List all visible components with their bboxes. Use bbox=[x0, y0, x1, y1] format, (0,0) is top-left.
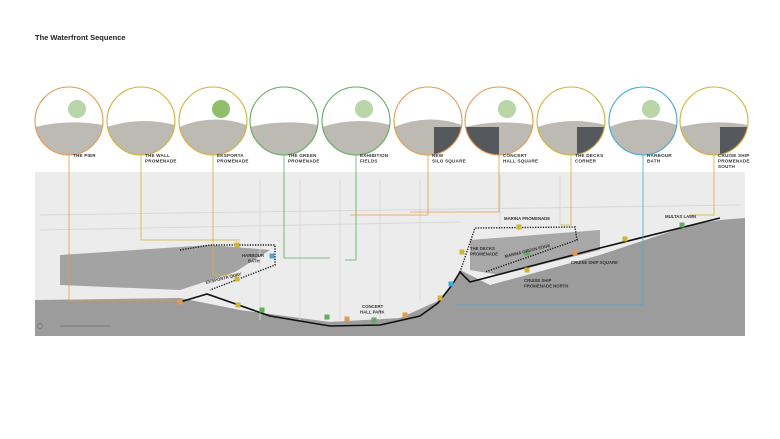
label-cruise-ship-square: CRUISE SHIP SQUARE bbox=[571, 260, 618, 265]
leader-line bbox=[68, 155, 180, 301]
section-circle bbox=[249, 86, 319, 156]
street-grid bbox=[39, 175, 741, 320]
tree-icon bbox=[212, 100, 230, 118]
location-marker bbox=[459, 249, 465, 255]
scale-bar bbox=[37, 323, 110, 329]
leader-line bbox=[690, 155, 715, 216]
location-marker bbox=[572, 250, 578, 256]
location-marker bbox=[177, 299, 183, 305]
location-marker bbox=[437, 295, 443, 301]
location-marker bbox=[259, 307, 265, 313]
tree-icon bbox=[642, 100, 660, 118]
leader-lines bbox=[68, 155, 715, 306]
location-marker bbox=[235, 302, 241, 308]
location-marker bbox=[324, 314, 330, 320]
section-circle bbox=[106, 86, 176, 156]
location-marker bbox=[234, 276, 240, 282]
location-marker bbox=[269, 253, 275, 259]
section-circle bbox=[679, 86, 749, 156]
leader-line bbox=[560, 155, 572, 226]
leader-line bbox=[455, 155, 644, 306]
eksporta-quay-path bbox=[179, 244, 276, 291]
north-arrow-icon bbox=[37, 323, 43, 329]
map-markers bbox=[177, 222, 685, 323]
label-marina-promenade: MARINA PROMENADE bbox=[504, 216, 550, 221]
section-circle bbox=[536, 86, 606, 156]
location-marker bbox=[448, 281, 454, 287]
section-label: THE PIER bbox=[73, 153, 96, 158]
tree-icon bbox=[68, 100, 86, 118]
marina-path bbox=[459, 226, 578, 273]
location-marker bbox=[516, 224, 522, 230]
section-circle bbox=[34, 86, 104, 156]
location-marker bbox=[344, 316, 350, 322]
leader-line bbox=[345, 155, 357, 261]
location-marker bbox=[234, 242, 240, 248]
tree-icon bbox=[355, 100, 373, 118]
water-area bbox=[35, 218, 745, 336]
harbour-basin bbox=[60, 245, 270, 290]
section-circle bbox=[608, 86, 678, 156]
tree-icon bbox=[498, 100, 516, 118]
location-marker bbox=[371, 317, 377, 323]
section-circle bbox=[464, 86, 534, 156]
section-circle bbox=[178, 86, 248, 156]
section-circle bbox=[393, 86, 463, 156]
section-view: THE PIER bbox=[34, 86, 104, 158]
location-marker bbox=[524, 250, 530, 256]
leader-line bbox=[283, 155, 330, 259]
label-multas-lawn: MULTAS LAWN bbox=[665, 214, 696, 219]
leader-line bbox=[410, 155, 500, 213]
leader-line bbox=[212, 155, 240, 276]
location-marker bbox=[622, 236, 628, 242]
leader-line bbox=[350, 155, 429, 216]
section-circle bbox=[321, 86, 391, 156]
leader-line bbox=[140, 155, 240, 241]
page-title: The Waterfront Sequence bbox=[35, 33, 126, 42]
location-marker bbox=[524, 267, 530, 273]
location-marker bbox=[402, 312, 408, 318]
site-map bbox=[35, 172, 745, 336]
location-marker bbox=[679, 222, 685, 228]
marina-basin bbox=[470, 230, 600, 275]
